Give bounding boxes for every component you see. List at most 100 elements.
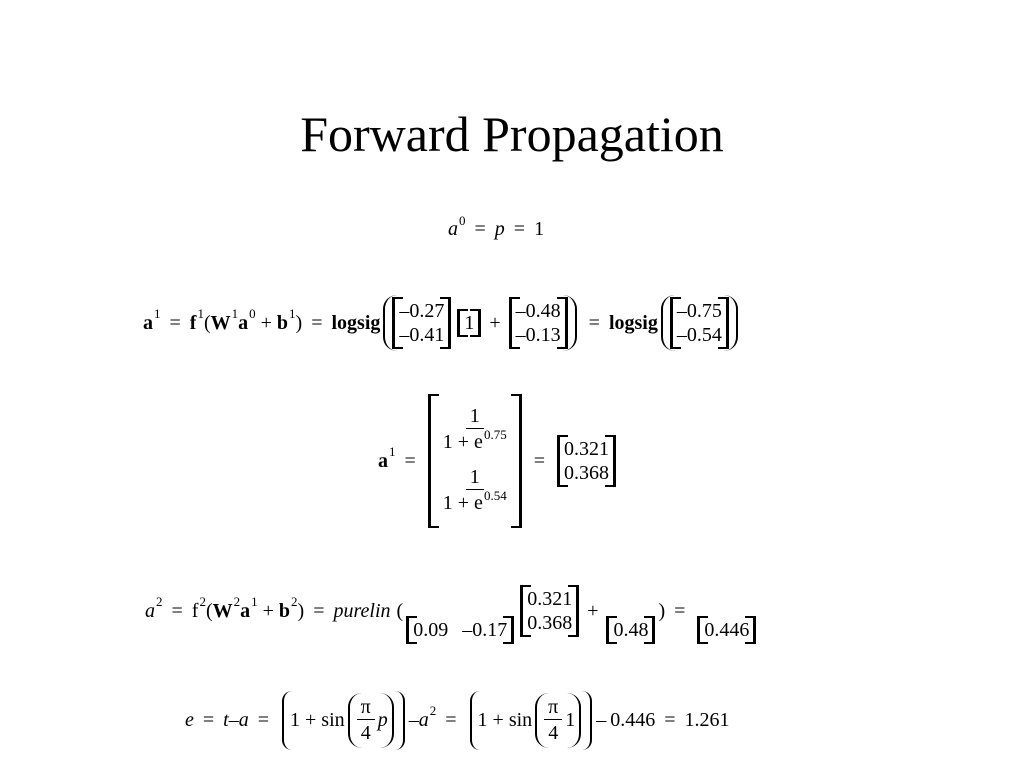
symbol: e — [185, 708, 194, 731]
superscript: 0 — [249, 306, 256, 321]
paren: ( — [205, 599, 213, 622]
function-name: purelin — [333, 599, 391, 622]
matrix-cell: 0.321 — [563, 438, 609, 460]
denominator: 4 — [548, 721, 559, 744]
paren: ) — [658, 599, 666, 622]
symbol: a — [418, 708, 429, 731]
superscript: 1 — [251, 594, 258, 609]
symbol: p — [377, 708, 388, 731]
symbol: W — [212, 599, 233, 622]
paren: ) — [297, 599, 305, 622]
symbol: b — [276, 311, 289, 334]
hidden-output-matrix: 0.321 0.368 — [520, 585, 580, 637]
symbol: p — [494, 218, 505, 240]
superscript: 1 — [289, 306, 296, 321]
plus-sign: + — [260, 311, 272, 334]
symbol: a — [240, 599, 251, 622]
symbol: f — [191, 599, 199, 622]
plus-sign: + — [587, 599, 599, 622]
function-name: sin — [508, 708, 533, 731]
superscript: 1 — [231, 306, 239, 321]
superscript: 2 — [199, 594, 206, 609]
equals-sign: = — [202, 708, 215, 731]
symbol: a — [448, 218, 458, 240]
equals-sign: = — [257, 708, 270, 731]
function-name: sin — [321, 708, 345, 731]
numerator: 1 — [465, 404, 484, 429]
input-matrix: 1 — [457, 309, 482, 337]
network-output-matrix: 0.446 — [697, 616, 757, 644]
symbol: a — [378, 449, 388, 472]
numerator: 1 — [465, 465, 484, 490]
minus-sign: – — [228, 708, 239, 731]
value: 1 — [565, 708, 576, 731]
paren: ) — [295, 311, 303, 334]
plus-sign: + — [489, 311, 501, 334]
superscript: 0 — [459, 212, 466, 228]
exponent: 0.54 — [483, 488, 507, 503]
superscript: 2 — [429, 703, 437, 718]
matrix-cell: –0.54 — [676, 324, 722, 346]
value: 1 — [534, 218, 545, 240]
exponent: 0.75 — [483, 427, 507, 442]
denominator: 1 + e0.75 — [439, 427, 511, 457]
function-paren: –0.75 –0.54 — [660, 295, 738, 351]
matrix-row: 0.09 –0.17 — [413, 618, 507, 642]
matrix-cell: 0.368 — [563, 462, 609, 484]
matrix-cell: –0.41 — [399, 324, 445, 346]
matrix-cell: 0.321 — [527, 588, 573, 610]
value: 1 — [290, 708, 301, 731]
bias-matrix: –0.48 –0.13 — [508, 297, 568, 349]
equals-sign: = — [588, 311, 600, 334]
plus-sign: + — [492, 708, 504, 731]
matrix-cell: 0.09 — [413, 619, 449, 641]
superscript: 1 — [154, 306, 161, 321]
equals-sign: = — [445, 708, 457, 731]
plus-sign: + — [262, 599, 274, 622]
symbol: a — [238, 311, 249, 334]
function-name: logsig — [608, 311, 658, 334]
symbol: a — [238, 708, 249, 731]
weight-matrix: –0.27 –0.41 — [392, 297, 452, 349]
symbol: f — [189, 311, 197, 334]
fraction: 1 1 + e0.75 — [439, 404, 511, 457]
equals-sign: = — [533, 449, 545, 472]
output-matrix: 0.321 0.368 — [556, 435, 616, 487]
superscript: 2 — [233, 594, 241, 609]
symbol: a — [143, 311, 153, 334]
equals-sign: = — [674, 599, 686, 622]
denominator: 1 + e0.54 — [439, 488, 511, 518]
minus-sign: – — [408, 708, 419, 731]
matrix-cell: –0.75 — [676, 300, 722, 322]
equals-sign: = — [513, 218, 526, 240]
superscript: 2 — [156, 594, 163, 609]
paren: ( — [396, 599, 404, 622]
superscript: 2 — [291, 594, 298, 609]
net-input-matrix: –0.75 –0.54 — [669, 297, 729, 349]
value: 1 — [477, 708, 488, 731]
denominator-text: 1 + e — [442, 431, 483, 453]
denominator: 4 — [360, 721, 371, 744]
slide-title: Forward Propagation — [300, 106, 724, 162]
equals-sign: = — [474, 218, 486, 240]
minus-sign: – — [596, 708, 607, 731]
numerator: π — [356, 695, 375, 720]
symbol: W — [210, 311, 231, 334]
function-paren: –0.27 –0.41 1 + –0.48 –0.13 — [383, 295, 577, 351]
error-result: 1.261 — [684, 708, 730, 731]
symbol: t — [223, 708, 229, 731]
symbol: b — [278, 599, 291, 622]
matrix-cell: –0.13 — [515, 324, 561, 346]
superscript: 1 — [389, 444, 396, 459]
fraction: π 4 — [544, 695, 563, 746]
plus-sign: + — [305, 708, 317, 731]
weight-row-matrix: 0.09 –0.17 — [406, 616, 515, 644]
equals-sign: = — [664, 708, 676, 731]
sin-paren: π 4 p — [347, 692, 394, 748]
matrix-cell: 0.48 — [613, 619, 649, 641]
